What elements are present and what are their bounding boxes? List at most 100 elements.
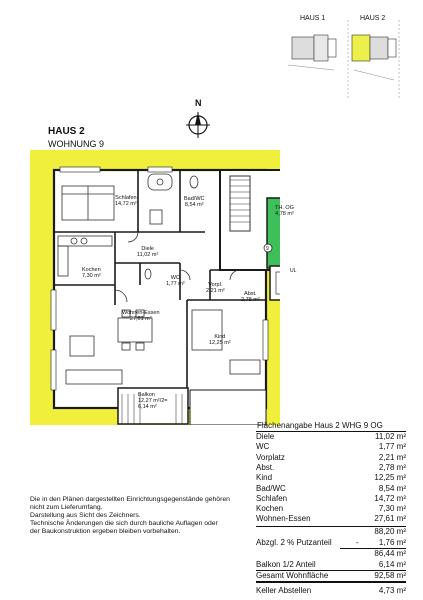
- washbasin-icon: [149, 209, 163, 225]
- terrace-walkway: [189, 389, 267, 425]
- dining-table: [117, 317, 153, 343]
- kitchen-counter: [57, 235, 113, 247]
- area-row-value: 2,78 m²: [378, 462, 406, 472]
- balkon-share-value: 6,14 m²: [378, 560, 406, 569]
- elevator-shaft: [269, 265, 280, 301]
- room-abst-area: 2,78 m²: [241, 297, 260, 303]
- kid-bed-icon: [191, 309, 223, 351]
- sofa-icon: [65, 369, 123, 385]
- area-row: Vorplatz 2,21 m²: [256, 453, 406, 463]
- room-wc: WC 1,77 m²: [166, 275, 185, 287]
- area-row-value: 27,61 m²: [374, 514, 406, 524]
- footnote-line: Darstellung aus Sicht des Zeichners.: [30, 512, 141, 519]
- area-row-value: 11,02 m²: [375, 432, 406, 441]
- north-label: N: [195, 98, 202, 108]
- room-kind-area: 12,25 m²: [209, 340, 231, 346]
- room-wc-area: 1,77 m²: [166, 281, 185, 287]
- area-row: Bad/WC 8,54 m²: [256, 484, 406, 494]
- keller-value: 4,73 m²: [378, 586, 406, 595]
- keyplan-haus2-block: [369, 36, 389, 60]
- area-row-name: Wohnen-Essen: [256, 514, 311, 524]
- room-balkon-area: 12,27 m²/2=: [138, 398, 168, 404]
- deduction-sign: -: [356, 538, 359, 547]
- room-schlafen: Schlafen 14,72 m²: [115, 195, 137, 207]
- stair-number-marker: [263, 243, 273, 253]
- area-row-value: 1,77 m²: [378, 442, 406, 452]
- area-row-value: 12,25 m²: [374, 473, 406, 483]
- keyplan-haus1-core: [313, 34, 329, 62]
- total-value: 92,58 m²: [374, 571, 406, 580]
- room-bad-name: Bad/WC: [184, 196, 205, 202]
- total-label: Gesamt Wohnfläche: [256, 571, 329, 580]
- room-wc-name: WC: [170, 275, 180, 281]
- area-row-name: WC: [256, 442, 270, 452]
- room-kind-name: Kind: [214, 334, 226, 340]
- area-row-value: 8,54 m²: [378, 483, 406, 493]
- balcony-area: [117, 387, 189, 425]
- area-row-name: Vorplatz: [256, 452, 285, 462]
- room-kochen: Kochen 7,30 m²: [82, 267, 101, 279]
- total-double-divider: [256, 581, 406, 583]
- area-row: Abst. 2,78 m²: [256, 463, 406, 473]
- keller-label: Keller Abstellen: [256, 586, 312, 595]
- deduction-value: 1,76 m²: [378, 538, 406, 547]
- room-vorplatz-area: 2,21 m²: [206, 288, 225, 294]
- room-diele-area: 11,02 m²: [137, 252, 159, 258]
- room-schlafen-area: 14,72 m²: [115, 201, 137, 207]
- room-vorplatz-name: Vorpl.: [208, 282, 223, 288]
- subtotal-value: 88,20 m²: [374, 527, 406, 536]
- room-kochen-area: 7,30 m²: [82, 273, 101, 279]
- room-abst-name: Abst.: [244, 291, 257, 297]
- keyplan-haus1-block: [291, 36, 315, 60]
- unit-title: WOHNUNG 9: [48, 139, 104, 149]
- footnote-line: Die in den Plänen dargestellten Einricht…: [30, 496, 230, 503]
- area-row: Wohnen-Essen 27,61 m²: [256, 514, 406, 524]
- keyplan-haus1-label: HAUS 1: [300, 15, 326, 22]
- area-row-name: Diele: [256, 432, 275, 441]
- footnote-line: nicht zum Lieferumfang.: [30, 504, 103, 511]
- balkon-share-label: Balkon 1/2 Anteil: [256, 560, 316, 569]
- after-deduction-value: 86,44 m²: [374, 549, 406, 558]
- room-wohnen-essen: Wohnen-Essen 27,61 m²: [122, 310, 160, 322]
- room-diele: Diele 11,02 m²: [137, 246, 158, 258]
- building-title: HAUS 2: [48, 126, 85, 137]
- room-diele-name: Diele: [141, 246, 154, 252]
- deduction-divider: [340, 548, 406, 549]
- room-wohnen-essen-name: Wohnen-Essen: [122, 310, 160, 316]
- keyplan-haus2-highlight: [351, 34, 371, 62]
- room-balkon: Balkon 12,27 m²/2= 6,14 m²: [138, 392, 168, 410]
- area-row-name: Bad/WC: [256, 483, 286, 493]
- area-row: Diele 11,02 m²: [256, 432, 406, 442]
- stair-number: 9: [266, 246, 269, 252]
- area-row-name: Abst.: [256, 462, 275, 472]
- room-wohnen-essen-area: 27,61 m²: [129, 316, 152, 322]
- bathtub-icon: [147, 173, 173, 191]
- area-table-heading: Flächenangabe Haus 2 WHG 9 OG: [257, 421, 383, 430]
- room-th-og-area: 4,78 m²: [275, 211, 294, 217]
- room-kind: Kind 12,25 m²: [209, 334, 231, 346]
- keyplan-drawing: [287, 20, 400, 100]
- footnote-line: Technische Änderungen die sich durch bau…: [30, 520, 218, 527]
- area-row: WC 1,77 m²: [256, 442, 406, 452]
- room-bad: Bad/WC 8,54 m²: [184, 196, 204, 208]
- area-row-value: 2,21 m²: [378, 452, 406, 462]
- room-vorplatz: Vorpl. 2,21 m²: [206, 282, 225, 294]
- elevator-label: UL: [290, 268, 297, 274]
- total-divider: [256, 570, 406, 571]
- heading-divider: [256, 431, 406, 432]
- room-bad-area: 8,54 m²: [184, 202, 204, 208]
- room-th-og: TH. OG 4,78 m²: [275, 205, 294, 217]
- area-row-name: Kind: [256, 473, 273, 483]
- area-row: Kind 12,25 m²: [256, 473, 406, 483]
- area-row-value: 7,30 m²: [378, 504, 406, 514]
- subtotal-divider: [256, 526, 406, 527]
- room-balkon-area-half: 6,14 m²: [138, 404, 157, 410]
- room-abst: Abst. 2,78 m²: [241, 291, 260, 303]
- area-row-value: 14,72 m²: [374, 493, 406, 503]
- room-schlafen-name: Schlafen: [115, 195, 137, 201]
- toilet-icon: [189, 175, 199, 189]
- room-balkon-name: Balkon: [138, 392, 155, 398]
